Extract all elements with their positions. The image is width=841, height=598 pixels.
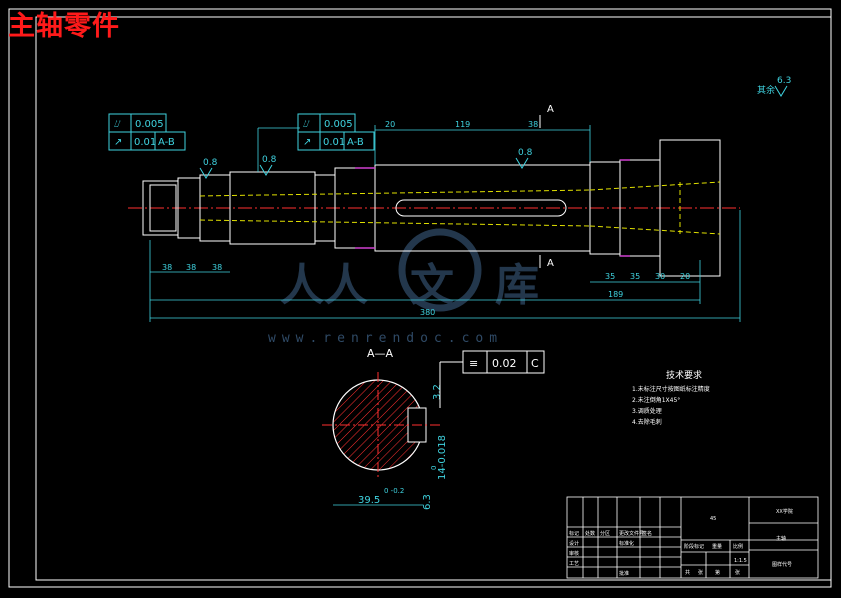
section-keyway-tol: 0	[430, 466, 438, 470]
total-runout-icon: ↗	[114, 137, 122, 148]
tb-row-label-4: 签名	[642, 530, 652, 537]
tech-req-1: 1.未标注尺寸按图纸标注精度	[632, 385, 710, 393]
dim-bl-3: 38	[212, 263, 222, 272]
section-width: 39.5	[358, 495, 380, 506]
tb-row-label-0: 标记	[569, 530, 579, 537]
tb-row-label-2: 分区	[600, 530, 610, 537]
tb-sheet-0: 共	[685, 569, 690, 576]
symmetry-datum: C	[531, 357, 539, 370]
title-block-text: 45 XX学院 主轴 图样代号 1:1.5 标记 处数 分区 更改文件号 签名 …	[569, 508, 793, 577]
section-title: A—A	[367, 347, 394, 360]
dim-189: 189	[608, 290, 623, 299]
tb-stage-2: 比例	[733, 543, 743, 550]
tb-sheet-1: 张	[698, 569, 703, 576]
watermark-logo: 人人 文 库	[280, 228, 539, 312]
section-width-tol: 0 -0.2	[384, 487, 404, 495]
dim-top-3: 38	[528, 120, 538, 129]
cross-section	[322, 372, 440, 478]
tech-req-4: 4.去除毛刺	[632, 418, 662, 426]
tech-req-3: 3.调质处理	[632, 407, 662, 415]
dim-br-1: 35	[605, 272, 615, 281]
tb-drawing-no: 图样代号	[772, 561, 792, 568]
section-keyway: 14-0.018	[437, 435, 448, 480]
tol1-total: 0.01	[134, 137, 156, 148]
tb-stage-1: 重量	[712, 543, 722, 550]
dim-br-3: 30	[655, 272, 665, 281]
runout-icon: ⌰	[303, 119, 310, 130]
dimension-texts: 20 119 38 189 380 38 38 38 35 35 30 20	[162, 120, 690, 317]
tb-scale: 1:1.5	[734, 558, 747, 564]
roughness-general-value: 6.3	[777, 76, 791, 86]
tol2-datum: A-B	[347, 137, 364, 148]
svg-text:人人: 人人	[280, 260, 368, 311]
page-title: 主轴零件	[8, 11, 120, 42]
tb-sheet-3: 张	[735, 569, 740, 576]
tol2-total: 0.01	[323, 137, 345, 148]
dim-bl-1: 38	[162, 263, 172, 272]
tb-row-label-1: 处数	[585, 530, 595, 537]
dim-top-1: 20	[385, 120, 395, 129]
tol1-datum: A-B	[158, 137, 175, 148]
title-block	[566, 496, 819, 579]
tb-part-name: 主轴	[776, 535, 786, 542]
tb-row-label2-0: 设计	[569, 540, 579, 547]
general-roughness: 其余 6.3	[757, 76, 791, 97]
section-marker: A A	[539, 104, 554, 269]
roughness-marks: 0.8 0.8 0.8	[199, 148, 533, 179]
dim-br-2: 35	[630, 272, 640, 281]
symmetry-frame: ≡ 0.02 C	[439, 350, 545, 408]
dim-bl-2: 38	[186, 263, 196, 272]
total-runout-icon: ↗	[303, 137, 311, 148]
tb-row-label2-1: 标准化	[619, 540, 634, 547]
tb-row-label3-0: 审核	[569, 550, 579, 557]
watermark-site: www.renrendoc.com	[268, 331, 504, 346]
roughness-general-label: 其余	[757, 84, 775, 96]
dim-top-2: 119	[455, 120, 470, 129]
section-marker-top: A	[547, 104, 554, 115]
section-dimensions: 39.5 0 -0.2 14-0.018 0 3.2 6.3	[333, 384, 448, 510]
tol2-runout: 0.005	[324, 119, 353, 130]
magenta-marks	[355, 159, 630, 257]
section-roughness-top: 3.2	[432, 384, 443, 400]
tech-req-title: 技术要求	[666, 369, 702, 381]
tb-stage-0: 阶段标记	[684, 543, 704, 550]
tb-row-label3-2: 批准	[619, 570, 629, 577]
svg-text:文: 文	[410, 260, 454, 311]
roughness-2: 0.8	[262, 155, 277, 165]
dim-br-4: 20	[680, 272, 690, 281]
symmetry-value: 0.02	[492, 357, 517, 370]
tb-sheet-2: 第	[715, 569, 720, 576]
hidden-lines	[199, 181, 721, 235]
tb-material: 45	[710, 516, 716, 522]
tolerance-frame-1: ⌰ ↗ 0.005 0.01 A-B	[108, 113, 186, 151]
roughness-3: 0.8	[518, 148, 533, 158]
tech-req-2: 2.未注倒角1X45°	[632, 396, 680, 404]
tech-requirements: 技术要求 1.未标注尺寸按图纸标注精度 2.未注倒角1X45° 3.调质处理 4…	[632, 369, 710, 426]
svg-text:库: 库	[495, 260, 539, 311]
symmetry-icon: ≡	[469, 357, 478, 370]
roughness-1: 0.8	[203, 158, 218, 168]
tol1-runout: 0.005	[135, 119, 164, 130]
runout-icon: ⌰	[114, 119, 121, 130]
dimension-lines	[149, 125, 741, 322]
tb-row-label3-1: 工艺	[569, 561, 579, 567]
section-marker-bottom: A	[547, 258, 554, 269]
section-roughness-bottom: 6.3	[422, 494, 433, 510]
dim-380: 380	[420, 308, 435, 317]
tb-row-label-3: 更改文件号	[619, 530, 644, 537]
tb-school: XX学院	[776, 508, 793, 515]
inner-frame	[35, 16, 832, 581]
tolerance-frame-2: ⌰ ↗ 0.005 0.01 A-B	[297, 113, 375, 151]
